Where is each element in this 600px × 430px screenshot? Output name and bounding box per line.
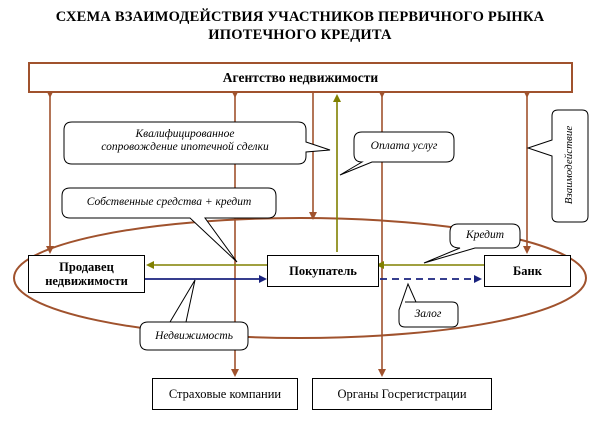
- collateral-text: Залог: [414, 308, 442, 320]
- own-funds-text: Собственные средства + кредит: [86, 196, 252, 208]
- insurance-label: Страховые компании: [168, 387, 282, 401]
- property-text: Недвижимость: [155, 330, 233, 342]
- bank-box: Банк: [484, 255, 571, 287]
- credit-callout: [423, 223, 521, 264]
- own-funds-callout: [61, 187, 277, 263]
- payment-callout: [339, 131, 455, 176]
- qualified-support-line1: Квалифицированное: [135, 128, 235, 140]
- seller-label-line1: Продавец: [59, 260, 114, 274]
- qualified-support-text: Квалифицированное сопровождение ипотечно…: [66, 128, 304, 154]
- buyer-label: Покупатель: [289, 264, 357, 278]
- agency-box: Агентство недвижимости: [28, 62, 573, 93]
- property-callout: [139, 279, 249, 351]
- interaction-callout: [526, 109, 589, 223]
- interaction-text: Взаимодействие: [563, 125, 575, 205]
- seller-label-line2: недвижимости: [45, 274, 128, 288]
- participants-ellipse: [13, 217, 587, 339]
- payment-text: Оплата услуг: [370, 140, 438, 152]
- seller-box: Продавец недвижимости: [28, 255, 145, 293]
- buyer-box: Покупатель: [267, 255, 379, 287]
- qualified-support-callout: [63, 121, 331, 165]
- credit-text: Кредит: [465, 229, 505, 241]
- registration-label: Органы Госрегистрации: [337, 387, 467, 401]
- bank-label: Банк: [513, 264, 542, 278]
- diagram-title-line1: СХЕМА ВЗАИМОДЕЙСТВИЯ УЧАСТНИКОВ ПЕРВИЧНО…: [55, 9, 545, 25]
- collateral-callout: [398, 282, 459, 328]
- registration-box: Органы Госрегистрации: [312, 378, 492, 410]
- diagram-title-line2: ИПОТЕЧНОГО КРЕДИТА: [208, 27, 392, 43]
- agency-label: Агентство недвижимости: [222, 69, 379, 85]
- insurance-box: Страховые компании: [152, 378, 298, 410]
- qualified-support-line2: сопровождение ипотечной сделки: [101, 141, 269, 153]
